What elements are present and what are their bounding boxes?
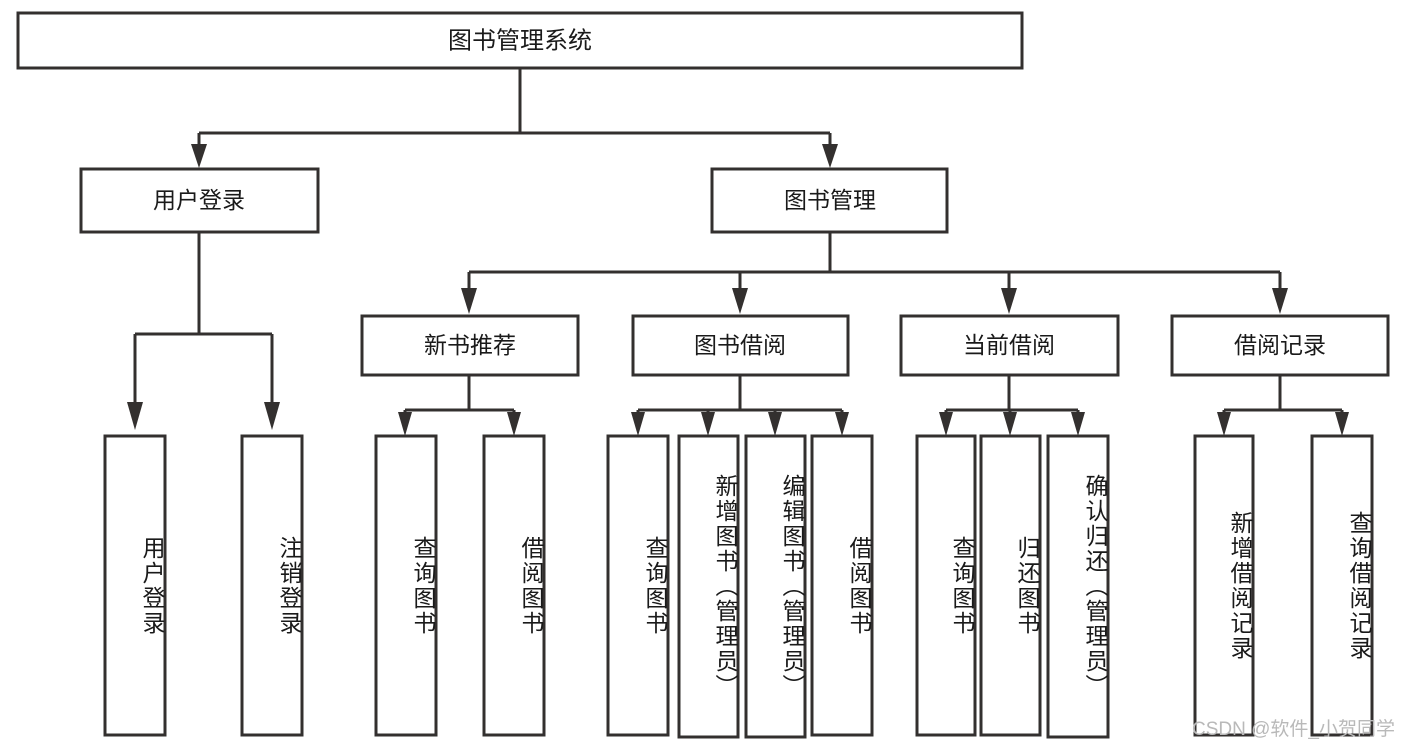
arrow-head-user-login bbox=[191, 144, 207, 168]
arrow-head-current-borrow bbox=[1001, 288, 1017, 314]
node-leaf-borrow-book-2[interactable] bbox=[810, 434, 874, 737]
connector-newbook-to-leaves bbox=[398, 375, 521, 436]
node-book-borrow-label: 图书借阅 bbox=[694, 332, 786, 358]
arrow-head-borrow-record bbox=[1272, 288, 1288, 314]
arrow-head-leaf-query-book-1 bbox=[398, 412, 412, 436]
node-leaf-query-book-1[interactable] bbox=[374, 434, 438, 737]
arrow-head-book-manage bbox=[822, 144, 838, 168]
arrow-head-leaf-borrow-book-2 bbox=[835, 412, 849, 436]
connector-userlogin-to-leaves bbox=[127, 232, 280, 430]
arrow-head-book-borrow bbox=[732, 288, 748, 314]
connector-bookborrow-to-leaves bbox=[631, 375, 849, 436]
node-root-label: 图书管理系统 bbox=[448, 27, 592, 54]
node-leaf-add-record[interactable] bbox=[1193, 434, 1255, 737]
node-root[interactable]: 图书管理系统 bbox=[16, 11, 1024, 70]
node-current-borrow-label: 当前借阅 bbox=[963, 332, 1055, 358]
arrow-head-leaf-add-book bbox=[701, 412, 715, 436]
arrow-head-leaf-add-record bbox=[1217, 412, 1231, 436]
node-leaf-return-book[interactable] bbox=[979, 434, 1042, 737]
node-user-login[interactable]: 用户登录 bbox=[79, 167, 320, 234]
arrow-head-leaf-query-record bbox=[1335, 412, 1349, 436]
node-new-book-recommend[interactable]: 新书推荐 bbox=[360, 314, 580, 377]
arrow-head-leaf-edit-book bbox=[768, 412, 782, 436]
connector-bookmanage-to-level3 bbox=[461, 232, 1288, 314]
node-leaf-confirm-return[interactable] bbox=[1046, 434, 1110, 739]
arrow-head-leaf-borrow-book-1 bbox=[507, 412, 521, 436]
node-leaf-query-book-2[interactable] bbox=[606, 434, 670, 737]
arrow-head-leaf-query-book-2 bbox=[631, 412, 645, 436]
node-leaf-logout-login[interactable] bbox=[240, 434, 304, 737]
connector-currentborrow-to-leaves bbox=[939, 375, 1085, 436]
arrow-head-leaf-return-book bbox=[1003, 412, 1017, 436]
node-book-manage-label: 图书管理 bbox=[784, 187, 876, 213]
arrow-head-new-book-recommend bbox=[461, 288, 477, 314]
node-user-login-label: 用户登录 bbox=[153, 187, 245, 213]
arrow-head-leaf-user-login bbox=[127, 402, 143, 430]
node-book-borrow[interactable]: 图书借阅 bbox=[631, 314, 850, 377]
node-leaf-add-book[interactable] bbox=[677, 434, 740, 739]
arrow-head-leaf-query-book-3 bbox=[939, 412, 953, 436]
connector-root-to-level2 bbox=[191, 68, 838, 168]
node-new-book-recommend-label: 新书推荐 bbox=[424, 332, 516, 358]
node-current-borrow[interactable]: 当前借阅 bbox=[899, 314, 1120, 377]
node-borrow-record-label: 借阅记录 bbox=[1234, 332, 1326, 358]
arrow-head-leaf-confirm-return bbox=[1071, 412, 1085, 436]
node-book-manage[interactable]: 图书管理 bbox=[710, 167, 949, 234]
node-leaf-query-record[interactable] bbox=[1310, 434, 1374, 737]
arrow-head-leaf-logout-login bbox=[264, 402, 280, 430]
node-leaf-borrow-book-1[interactable] bbox=[482, 434, 546, 737]
node-borrow-record[interactable]: 借阅记录 bbox=[1170, 314, 1390, 377]
node-leaf-user-login[interactable] bbox=[103, 434, 167, 737]
node-leaf-query-book-3[interactable] bbox=[915, 434, 977, 737]
connector-borrowrecord-to-leaves bbox=[1217, 375, 1349, 436]
node-leaf-edit-book[interactable] bbox=[744, 434, 807, 739]
